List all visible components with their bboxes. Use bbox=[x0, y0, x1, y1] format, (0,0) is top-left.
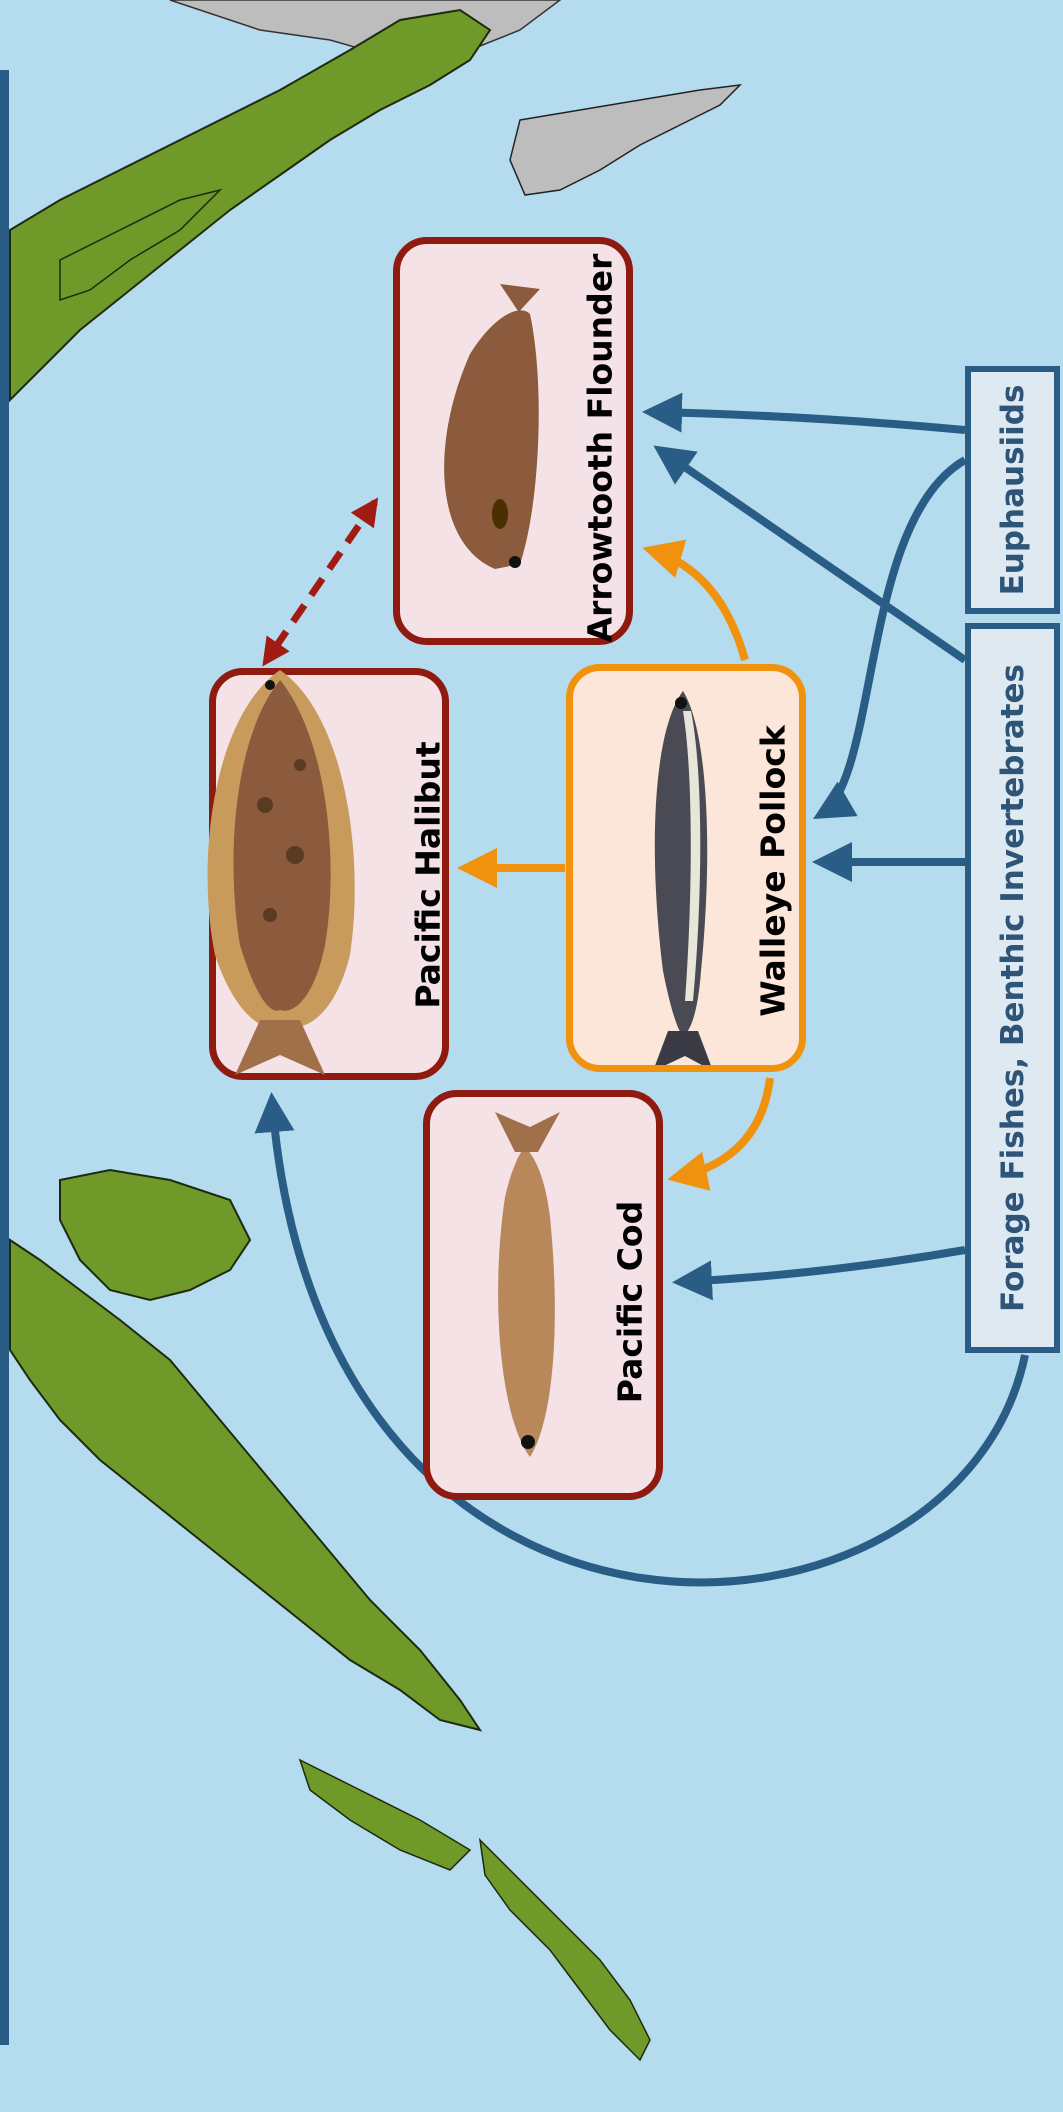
halibut-spot bbox=[263, 908, 277, 922]
forage-fishes-benthic-invertebrates-box: Forage Fishes, Benthic Invertebrates bbox=[965, 623, 1060, 1353]
cod-eye bbox=[521, 1435, 535, 1449]
walleye-pollock-panel: Walleye Pollock bbox=[566, 664, 806, 1072]
forage-to-arrowtooth-arrow bbox=[660, 450, 965, 660]
halibut-spot bbox=[286, 846, 304, 864]
halibut-spot bbox=[257, 797, 273, 813]
euphausiids-to-arrowtooth-arrow bbox=[650, 412, 965, 430]
halibut-tail bbox=[235, 1020, 325, 1075]
walleye-pollock-label: Walleye Pollock bbox=[754, 725, 793, 1017]
euphausiids-to-pollock-arrow bbox=[820, 460, 965, 815]
flounder-eye bbox=[509, 556, 521, 568]
pacific-cod-label: Pacific Cod bbox=[611, 1201, 650, 1403]
cod-body bbox=[498, 1147, 555, 1457]
euphausiids-box: Euphausiids bbox=[965, 366, 1060, 614]
halibut-arrowtooth-competition-arrow bbox=[275, 502, 375, 648]
cod-tail bbox=[495, 1112, 560, 1152]
pollock-to-cod-arrow bbox=[675, 1078, 770, 1178]
pollock-eye bbox=[675, 697, 687, 709]
halibut-eye bbox=[265, 680, 275, 690]
forage-to-cod-arrow bbox=[680, 1250, 965, 1282]
flounder-body bbox=[444, 310, 539, 569]
halibut-spot bbox=[294, 759, 306, 771]
euphausiids-label: Euphausiids bbox=[995, 385, 1031, 596]
pollock-tail bbox=[653, 1031, 713, 1065]
pacific-halibut-label: Pacific Halibut bbox=[409, 741, 448, 1008]
halibut-icon bbox=[195, 655, 365, 1095]
arrowtooth-flounder-panel: Arrowtooth Flounder bbox=[393, 237, 633, 645]
pollock-to-arrowtooth-arrow bbox=[650, 550, 745, 660]
flounder-fin bbox=[492, 499, 508, 529]
pacific-cod-panel: Pacific Cod bbox=[423, 1090, 663, 1500]
forage-fishes-benthic-invertebrates-label: Forage Fishes, Benthic Invertebrates bbox=[995, 664, 1031, 1312]
arrowtooth-flounder-label: Arrowtooth Flounder bbox=[581, 254, 620, 643]
